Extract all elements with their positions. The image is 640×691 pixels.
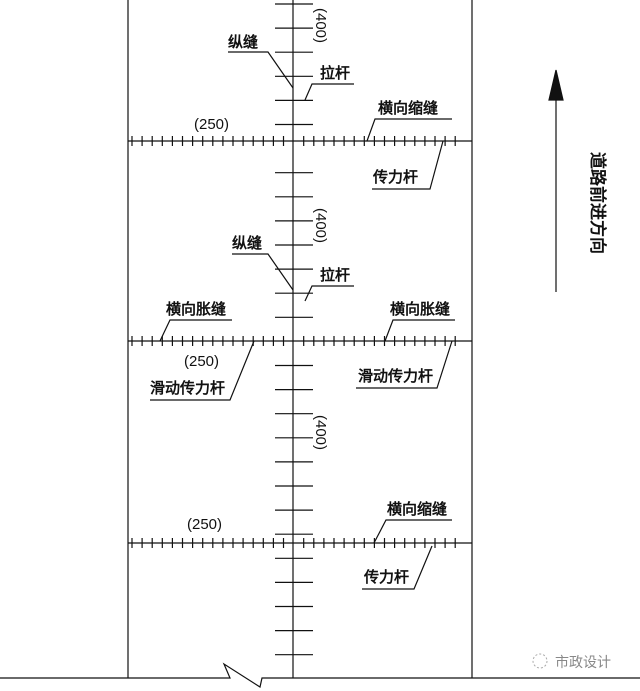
dowel-spacing: (250) <box>184 353 219 370</box>
longitudinal-joint-label: 纵缝 <box>228 33 258 51</box>
sliding-dowel-label: 滑动传力杆 <box>358 367 433 385</box>
watermark: 市政设计 <box>555 654 611 671</box>
contraction-joint-label: 横向缩缝 <box>387 500 447 518</box>
direction-arrow-icon <box>548 69 564 101</box>
tie-bar-label: 拉杆 <box>320 266 350 284</box>
dowel-bar-label: 传力杆 <box>363 568 409 586</box>
tie-bar-spacing: (400) <box>312 415 329 450</box>
dowel-spacing: (250) <box>187 516 222 533</box>
break-line <box>0 662 640 688</box>
direction-label: 道路前进方向 <box>587 152 608 254</box>
tie-bar-label: 拉杆 <box>320 64 350 82</box>
wechat-icon <box>532 653 548 669</box>
sliding-dowel-label: 滑动传力杆 <box>150 379 225 397</box>
dowel-spacing: (250) <box>194 116 229 133</box>
longitudinal-joint-label: 纵缝 <box>232 234 262 252</box>
tie-bar-spacing: (400) <box>312 8 329 43</box>
expansion-joint-label: 横向胀缝 <box>390 300 450 318</box>
dowel-bar-label: 传力杆 <box>372 168 418 186</box>
contraction-joint-label: 横向缩缝 <box>378 99 438 117</box>
expansion-joint-label: 横向胀缝 <box>166 300 226 318</box>
tie-bar-spacing: (400) <box>312 208 329 243</box>
